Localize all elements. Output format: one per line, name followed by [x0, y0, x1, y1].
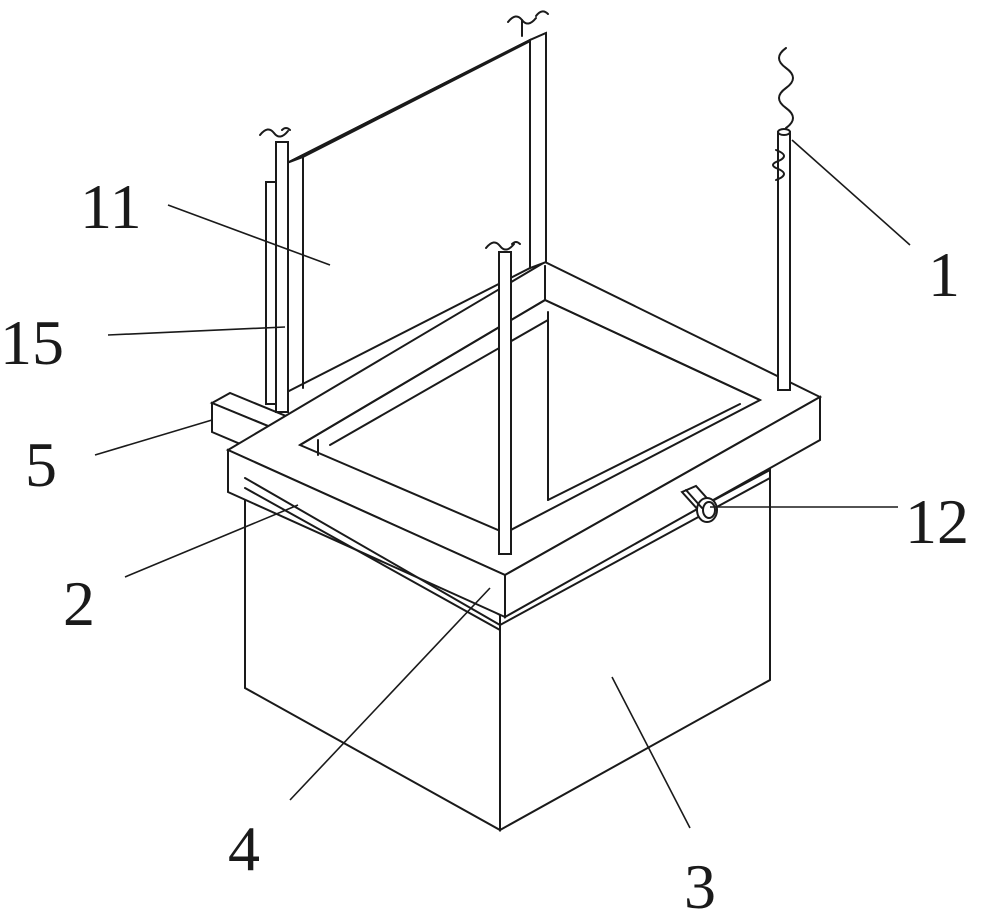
callout-2: 2 [63, 568, 95, 639]
guide-rod-left [260, 128, 290, 412]
leader-5 [95, 420, 212, 455]
callout-1: 1 [928, 239, 960, 310]
callout-12: 12 [905, 486, 969, 557]
callout-4: 4 [228, 813, 260, 884]
callout-5: 5 [25, 429, 57, 500]
callout-3: 3 [684, 851, 716, 920]
callout-11: 11 [80, 171, 142, 242]
plate-break-marks [508, 11, 548, 36]
leader-1 [792, 140, 910, 245]
guide-rod-right [773, 48, 793, 390]
leader-15 [108, 327, 285, 335]
callout-15: 15 [0, 307, 64, 378]
